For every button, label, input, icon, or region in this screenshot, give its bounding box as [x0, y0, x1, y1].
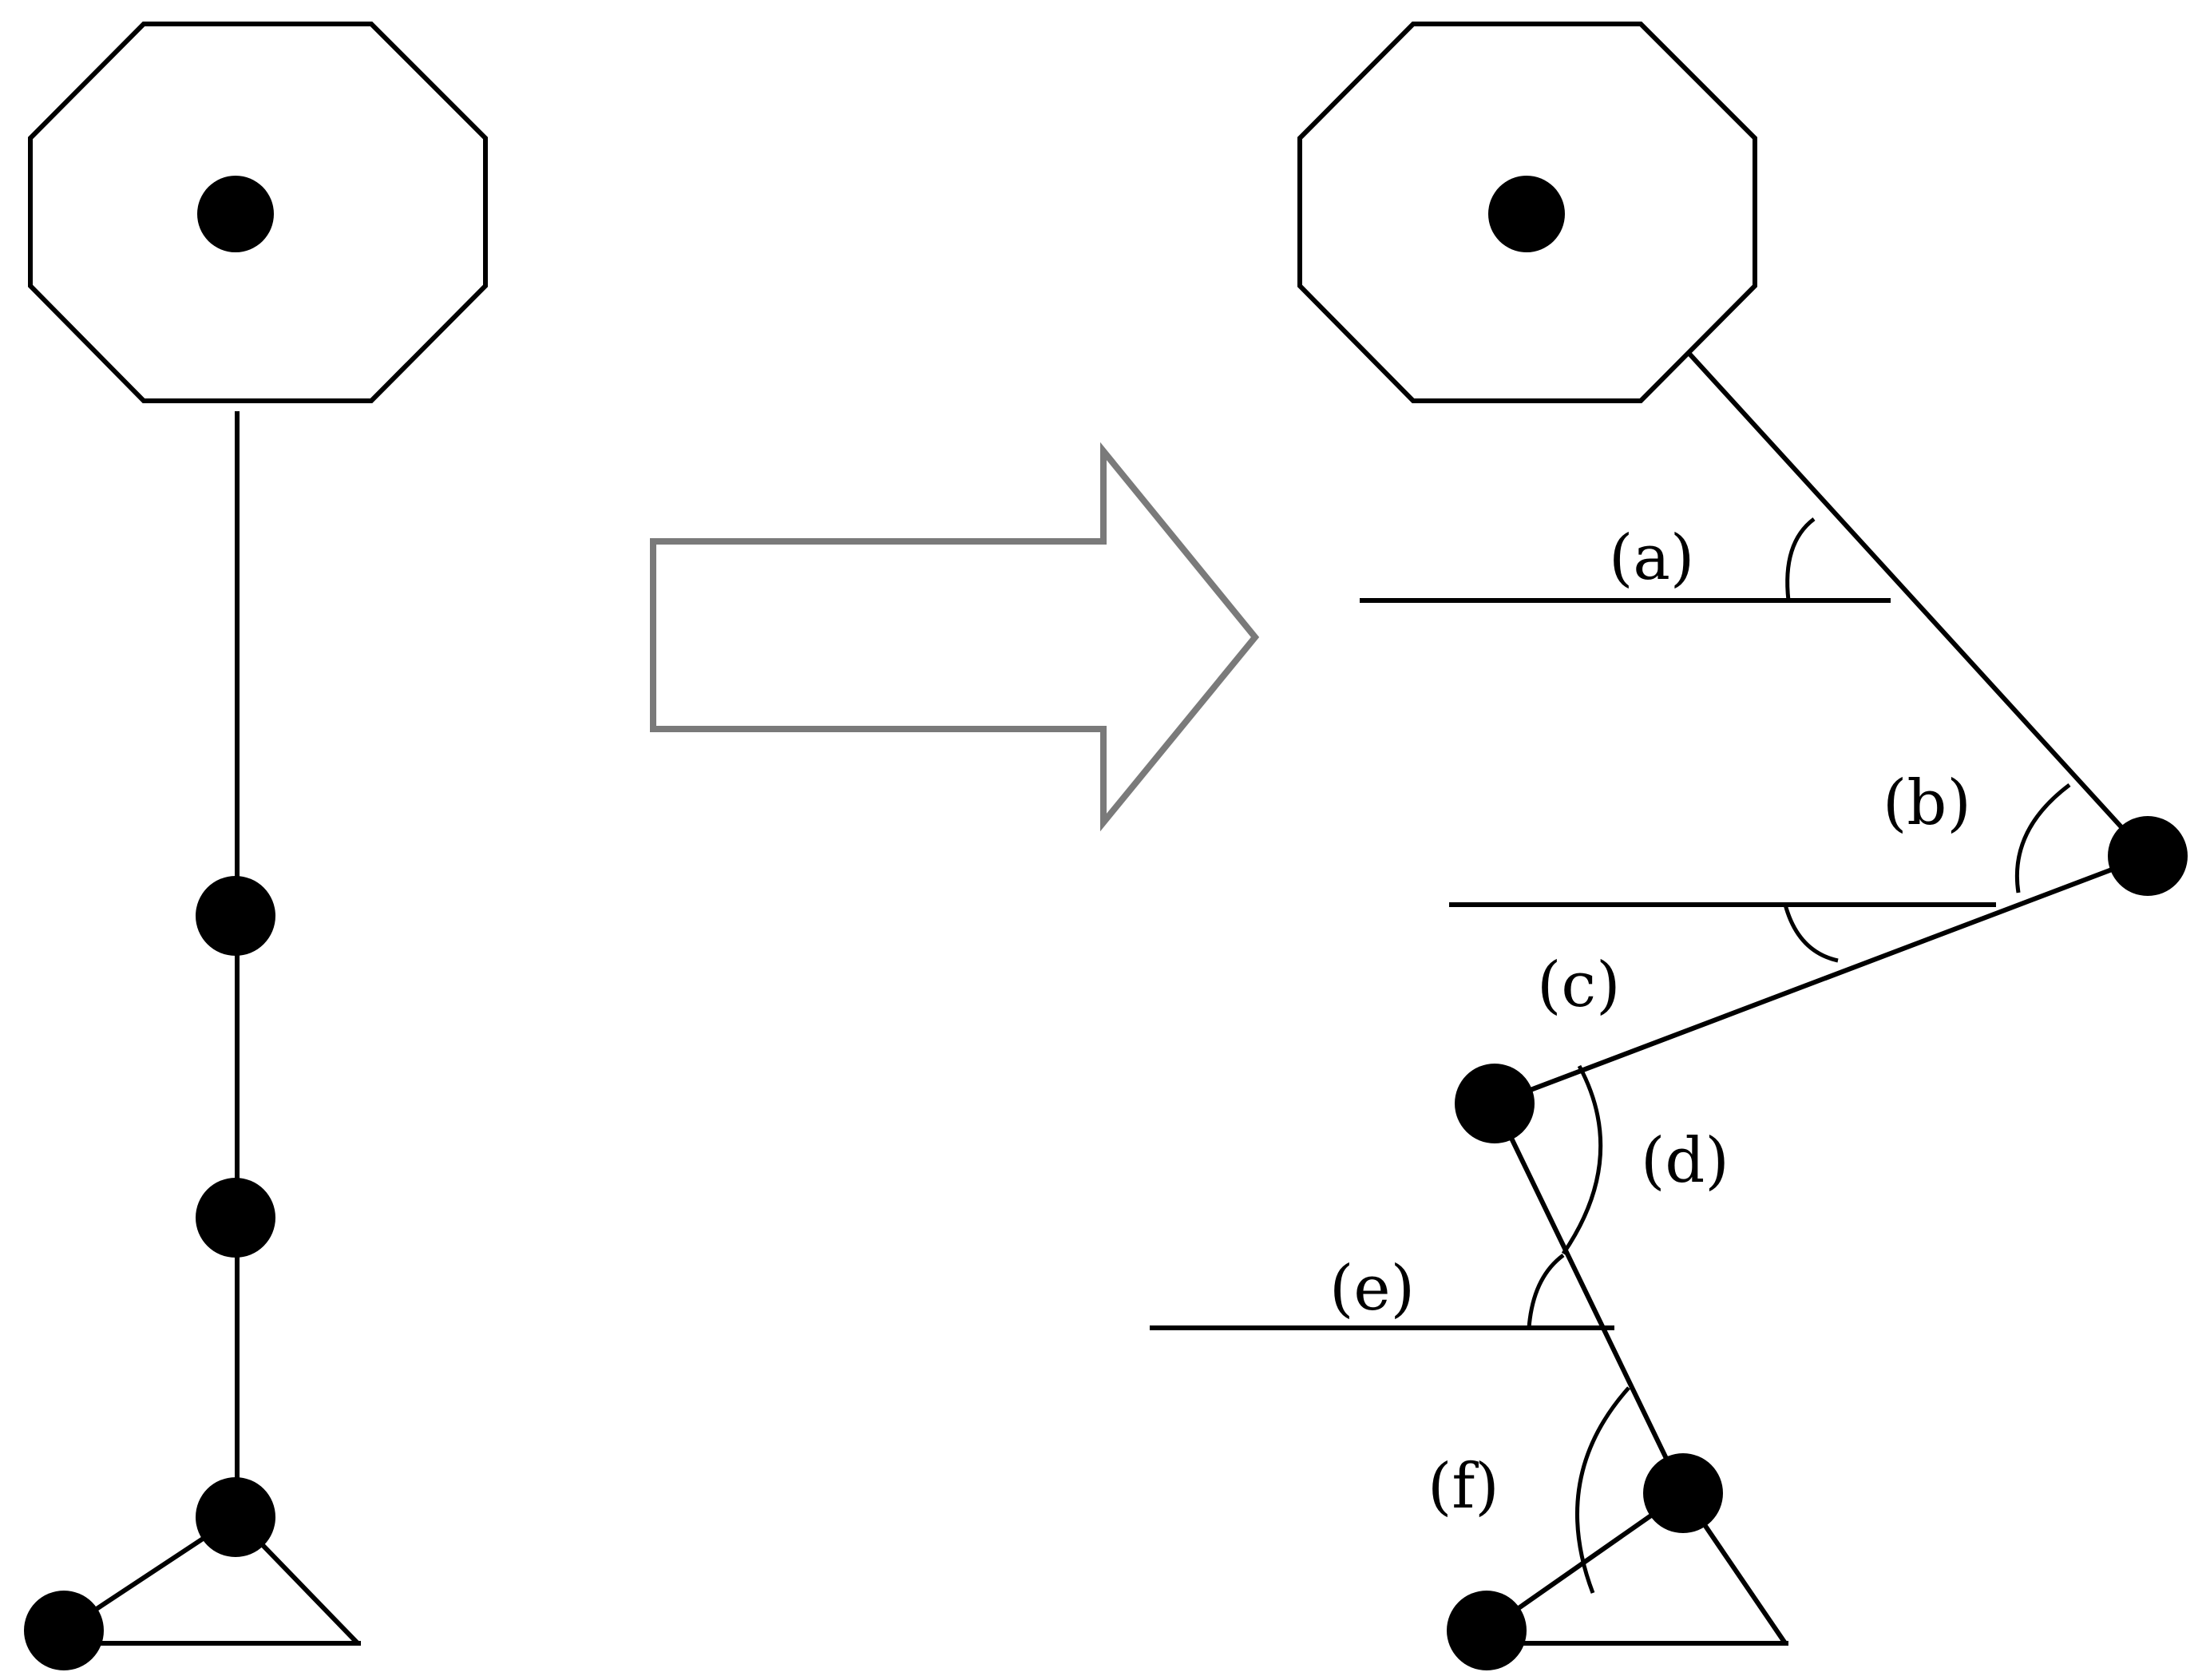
right-head-center-dot	[1488, 176, 1565, 252]
angle-arc-b	[2014, 783, 2071, 893]
right-shank-line	[1492, 1102, 1685, 1495]
right-knee-joint	[1455, 1064, 1535, 1143]
angle-label-a: (a)	[1609, 522, 1694, 594]
right-figure: (a) (b) (c) (d) (e) (f)	[1150, 22, 2188, 1670]
angle-label-d: (d)	[1641, 1125, 1729, 1197]
right-ankle-joint	[1643, 1453, 1723, 1533]
angle-label-c: (c)	[1537, 949, 1621, 1021]
left-figure	[24, 22, 488, 1670]
angle-arc-f	[1575, 1386, 1630, 1594]
angle-arc-e	[1527, 1253, 1565, 1329]
angle-label-e: (e)	[1329, 1253, 1415, 1325]
left-heel-line	[233, 1515, 360, 1646]
right-trunk-line	[1686, 351, 2150, 858]
angle-label-f: (f)	[1428, 1451, 1499, 1523]
angle-arc-d	[1561, 1064, 1603, 1255]
left-hip-joint	[196, 876, 275, 956]
angle-arc-a	[1785, 517, 1816, 601]
left-toe-joint	[24, 1591, 104, 1670]
right-hip-joint	[2108, 816, 2188, 896]
transition-arrow	[650, 442, 1260, 832]
left-knee-joint	[196, 1178, 275, 1258]
angle-label-b: (b)	[1883, 767, 1971, 839]
right-toe-joint	[1447, 1591, 1527, 1670]
left-head-center-dot	[197, 176, 274, 252]
angle-arc-c	[1783, 904, 1839, 963]
right-thigh-line	[1493, 854, 2149, 1106]
